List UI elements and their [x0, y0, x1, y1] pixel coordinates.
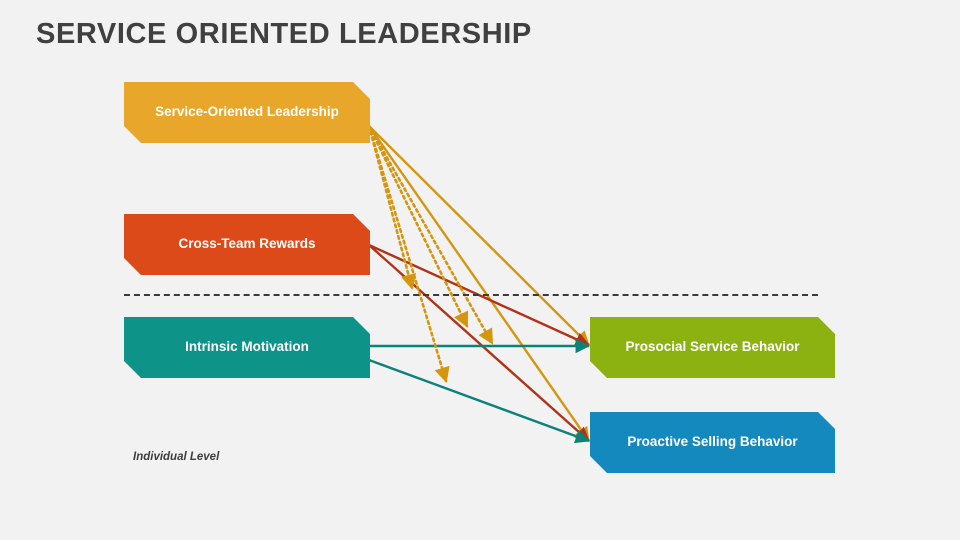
page-title: SERVICE ORIENTED LEADERSHIP [36, 18, 532, 50]
node-service-oriented-leadership[interactable]: Service-Oriented Leadership [124, 82, 370, 143]
node-label: Cross-Team Rewards [178, 236, 316, 252]
connector-im-to-proactive [368, 358, 590, 444]
connector-mod-on-ctr-prosocial [367, 124, 417, 291]
connector-sol-to-proactive [368, 125, 590, 442]
solid-connectors [368, 125, 590, 444]
node-label: Intrinsic Motivation [185, 339, 309, 355]
node-proactive-selling-behavior[interactable]: Proactive Selling Behavior [590, 412, 835, 473]
node-label: Proactive Selling Behavior [627, 434, 798, 450]
connector-ctr-to-proactive [368, 244, 590, 442]
connector-mod-on-ctr-proactive [367, 124, 450, 383]
node-prosocial-service-behavior[interactable]: Prosocial Service Behavior [590, 317, 835, 378]
node-label: Service-Oriented Leadership [155, 104, 339, 120]
level-divider-line [124, 294, 818, 296]
connector-mod-on-im-prosocial [367, 124, 494, 345]
node-label: Prosocial Service Behavior [625, 339, 800, 355]
individual-level-label: Individual Level [133, 451, 220, 463]
node-cross-team-rewards[interactable]: Cross-Team Rewards [124, 214, 370, 275]
node-intrinsic-motivation[interactable]: Intrinsic Motivation [124, 317, 370, 378]
connector-mod-on-im-proactive [367, 124, 469, 328]
connector-sol-to-prosocial [368, 125, 590, 346]
dotted-moderation-connectors [367, 124, 494, 383]
